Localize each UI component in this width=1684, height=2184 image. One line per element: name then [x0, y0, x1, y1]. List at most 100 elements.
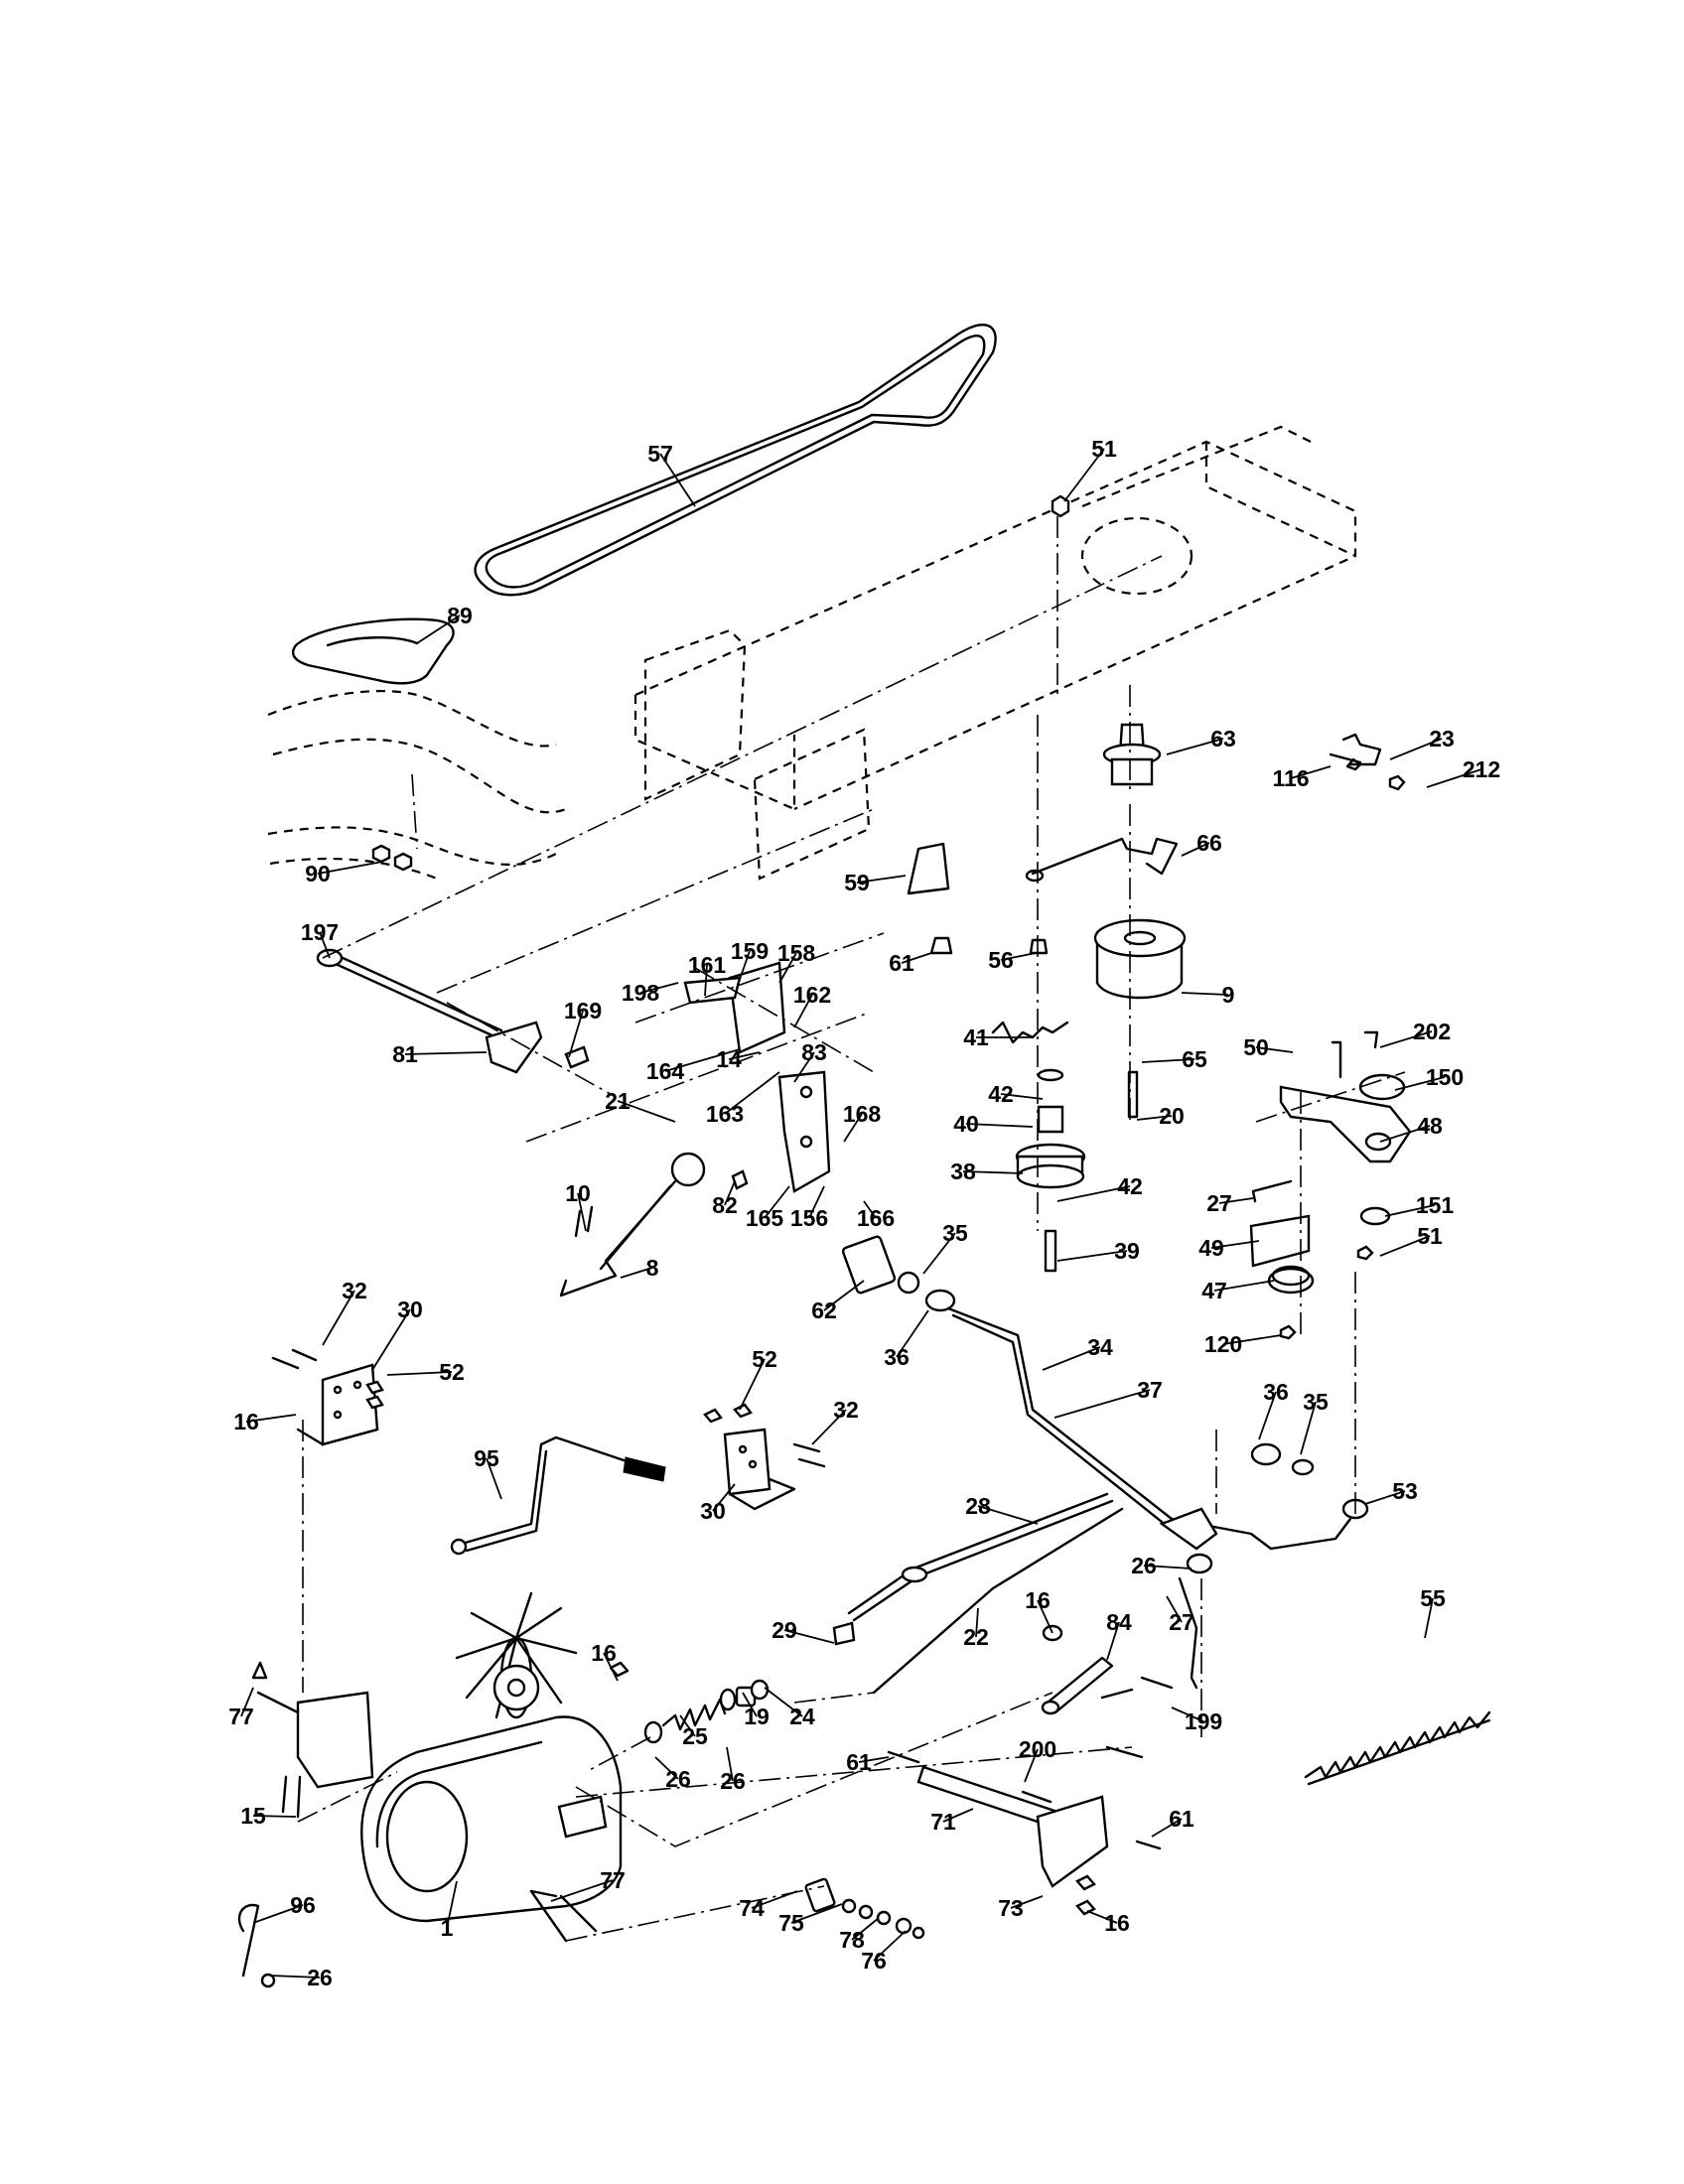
leader-c-212 — [1426, 768, 1482, 788]
mount-bracket-right — [723, 1428, 796, 1511]
part-label-c-39: 39 — [1114, 1238, 1140, 1264]
leader-c-25 — [679, 1714, 696, 1737]
part-label-c-16b: 16 — [1025, 1587, 1051, 1613]
leader-c-34 — [1042, 1346, 1101, 1371]
leader-c-30b — [712, 1483, 736, 1512]
leader-c-59 — [856, 875, 907, 884]
mount-bracket-left — [296, 1363, 379, 1446]
leader-c-61a — [901, 952, 932, 964]
part-label-c-38: 38 — [950, 1159, 976, 1184]
leader-c-39 — [1056, 1250, 1128, 1262]
leader-c-53 — [1364, 1490, 1406, 1505]
part-label-c-53: 53 — [1392, 1478, 1418, 1504]
leader-c-32b — [811, 1409, 847, 1445]
part-label-c-15: 15 — [240, 1803, 266, 1829]
part-label-c-1: 1 — [441, 1915, 454, 1941]
leader-c-30a — [371, 1308, 411, 1371]
part-label-c-212: 212 — [1463, 756, 1500, 782]
leader-c-47 — [1213, 1280, 1275, 1292]
part-label-c-40: 40 — [953, 1111, 979, 1137]
part-label-c-35a: 35 — [942, 1220, 968, 1246]
part-label-c-28: 28 — [965, 1493, 991, 1519]
leader-c-120 — [1222, 1334, 1282, 1345]
leader-c-24 — [764, 1687, 803, 1717]
part-label-c-16d: 16 — [1104, 1910, 1130, 1936]
leader-c-159 — [736, 950, 751, 989]
leader-c-36b — [1258, 1391, 1277, 1440]
mounting-plate — [683, 961, 831, 1193]
leader-c-27b — [1166, 1595, 1183, 1623]
part-label-c-20: 20 — [1159, 1103, 1185, 1129]
part-label-c-41: 41 — [963, 1024, 989, 1050]
part-label-c-27a: 27 — [1206, 1190, 1232, 1216]
spring-clip — [991, 837, 1179, 1044]
part-label-c-162: 162 — [793, 982, 831, 1008]
part-label-c-169: 169 — [564, 998, 602, 1024]
part-label-c-32b: 32 — [833, 1397, 859, 1423]
part-label-c-73: 73 — [998, 1895, 1024, 1921]
part-label-c-166: 166 — [857, 1205, 895, 1231]
part-label-c-66: 66 — [1196, 830, 1222, 856]
leader-c-35a — [922, 1232, 956, 1275]
leader-c-1 — [446, 1880, 458, 1929]
part-label-c-35b: 35 — [1303, 1389, 1329, 1415]
part-label-c-16a: 16 — [233, 1409, 259, 1434]
pedal-pad — [292, 617, 455, 685]
part-label-c-83: 83 — [801, 1039, 827, 1065]
leader-c-65 — [1141, 1058, 1195, 1063]
leader-c-78 — [851, 1917, 880, 1941]
part-label-c-150: 150 — [1426, 1064, 1464, 1090]
leader-c-199 — [1171, 1706, 1204, 1722]
leader-c-61b — [858, 1756, 890, 1763]
leader-c-26d — [269, 1975, 321, 1979]
leader-c-23 — [1389, 738, 1443, 760]
part-label-c-42b: 42 — [1117, 1173, 1143, 1199]
leader-c-169 — [568, 1010, 584, 1058]
shift-shaft — [841, 1235, 1369, 1574]
part-label-c-65: 65 — [1182, 1046, 1207, 1072]
leader-c-57 — [659, 453, 696, 507]
part-label-c-55: 55 — [1420, 1585, 1446, 1611]
part-label-c-197: 197 — [301, 919, 339, 945]
part-label-c-24: 24 — [789, 1704, 815, 1729]
assembly-lines — [297, 516, 1406, 1942]
leader-c-63 — [1166, 738, 1224, 755]
leader-c-90 — [317, 861, 383, 875]
leader-c-26c — [726, 1746, 734, 1782]
leader-c-28 — [977, 1505, 1039, 1525]
part-label-c-42a: 42 — [988, 1081, 1014, 1107]
part-label-c-165: 165 — [746, 1205, 784, 1231]
part-label-c-37: 37 — [1137, 1377, 1163, 1403]
leader-c-32a — [322, 1290, 355, 1346]
leader-c-21 — [617, 1100, 676, 1123]
leader-c-42b — [1056, 1185, 1131, 1202]
small-hardware — [237, 494, 1406, 1988]
leader-c-150 — [1394, 1076, 1446, 1091]
leader-c-158 — [778, 952, 797, 984]
leader-c-76 — [873, 1930, 907, 1962]
leader-c-40 — [965, 1123, 1034, 1128]
leader-c-66 — [1181, 842, 1210, 857]
part-label-c-159: 159 — [731, 938, 769, 964]
leader-c-15 — [252, 1815, 297, 1818]
part-label-c-14: 14 — [716, 1046, 742, 1072]
part-label-c-30b: 30 — [700, 1498, 726, 1524]
leader-c-51a — [1063, 448, 1105, 502]
part-label-c-50: 50 — [1243, 1034, 1269, 1060]
leader-c-81 — [404, 1051, 488, 1055]
part-label-c-89: 89 — [447, 603, 473, 628]
pulley-stack — [1015, 723, 1187, 1273]
part-label-c-161: 161 — [688, 952, 727, 978]
part-label-c-71: 71 — [930, 1809, 956, 1835]
part-label-c-26b: 26 — [665, 1766, 691, 1792]
leader-c-77b — [550, 1879, 614, 1902]
part-label-c-52b: 52 — [752, 1346, 777, 1372]
leader-c-36a — [896, 1309, 929, 1358]
part-label-c-84: 84 — [1106, 1609, 1132, 1635]
leader-c-89 — [416, 614, 461, 644]
leader-c-37 — [1053, 1389, 1151, 1419]
part-label-c-30a: 30 — [397, 1297, 423, 1322]
part-label-c-32a: 32 — [342, 1278, 367, 1303]
part-label-c-25: 25 — [682, 1723, 708, 1749]
leader-c-48 — [1379, 1125, 1431, 1143]
